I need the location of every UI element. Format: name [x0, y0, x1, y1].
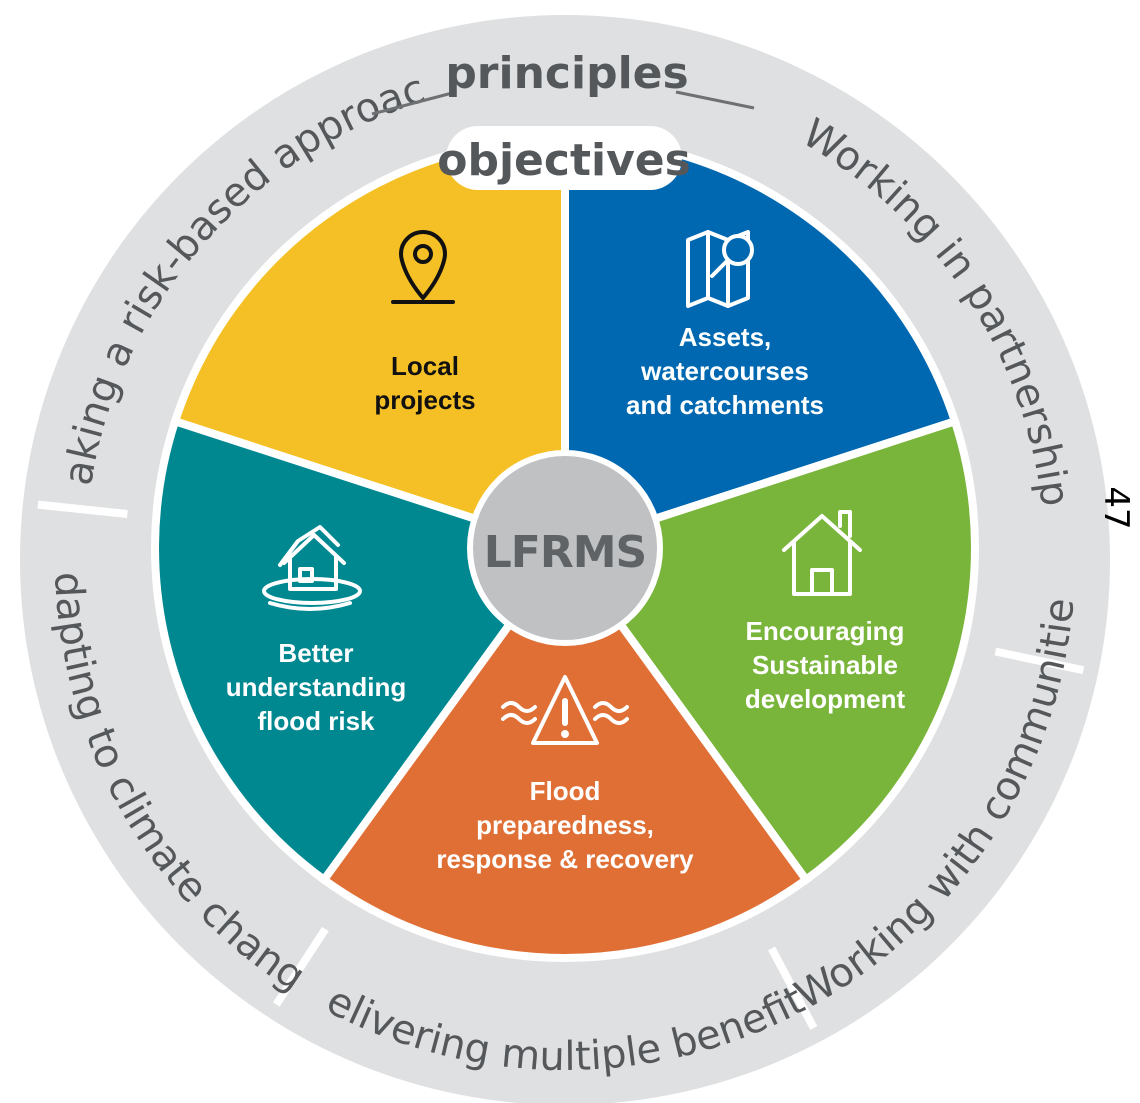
objective-label-line: projects — [374, 385, 475, 415]
objective-label-line: flood risk — [257, 706, 375, 736]
ring-divider — [37, 500, 128, 518]
objective-label-line: and catchments — [626, 390, 824, 420]
center-label: LFRMS — [484, 527, 646, 578]
objective-label-line: Assets, — [679, 322, 772, 352]
objective-label-line: development — [745, 684, 906, 714]
center-circle — [467, 450, 663, 646]
location-pin-icon — [391, 230, 455, 304]
objective-label-line: preparedness, — [476, 810, 654, 840]
objective-segment — [558, 416, 979, 886]
flooded-house-icon — [262, 525, 362, 611]
ring-divider — [994, 647, 1085, 675]
objective-label-line: Better — [278, 638, 353, 668]
ring-dividers — [37, 500, 1085, 1030]
objective-label-line: watercourses — [640, 356, 809, 386]
objective-segment — [318, 541, 812, 962]
objective-segment — [151, 416, 572, 886]
objective-label-line: Flood — [530, 776, 601, 806]
principles-heading: principles — [445, 48, 688, 99]
heading-rule-right — [675, 90, 755, 110]
ring-divider — [272, 926, 329, 1007]
ring-divider — [768, 946, 818, 1030]
map-magnifier-icon — [686, 230, 754, 308]
objective-icons — [262, 230, 862, 745]
objectives-heading: objectives — [437, 135, 691, 186]
page-number: 47 — [1096, 486, 1136, 530]
objective-label-line: response & recovery — [436, 844, 694, 874]
objectives-heading-pill — [446, 126, 682, 190]
objective-labels: Local projects Assets, watercourses and catc… — [226, 322, 906, 874]
objective-label-line: Local — [391, 351, 459, 381]
objective-label-line: Sustainable — [752, 650, 898, 680]
flood-warning-icon — [501, 675, 629, 745]
house-icon — [782, 510, 862, 596]
heading-rule-left — [371, 90, 457, 116]
objective-label-line: Encouraging — [746, 616, 905, 646]
objective-label-line: understanding — [226, 672, 407, 702]
